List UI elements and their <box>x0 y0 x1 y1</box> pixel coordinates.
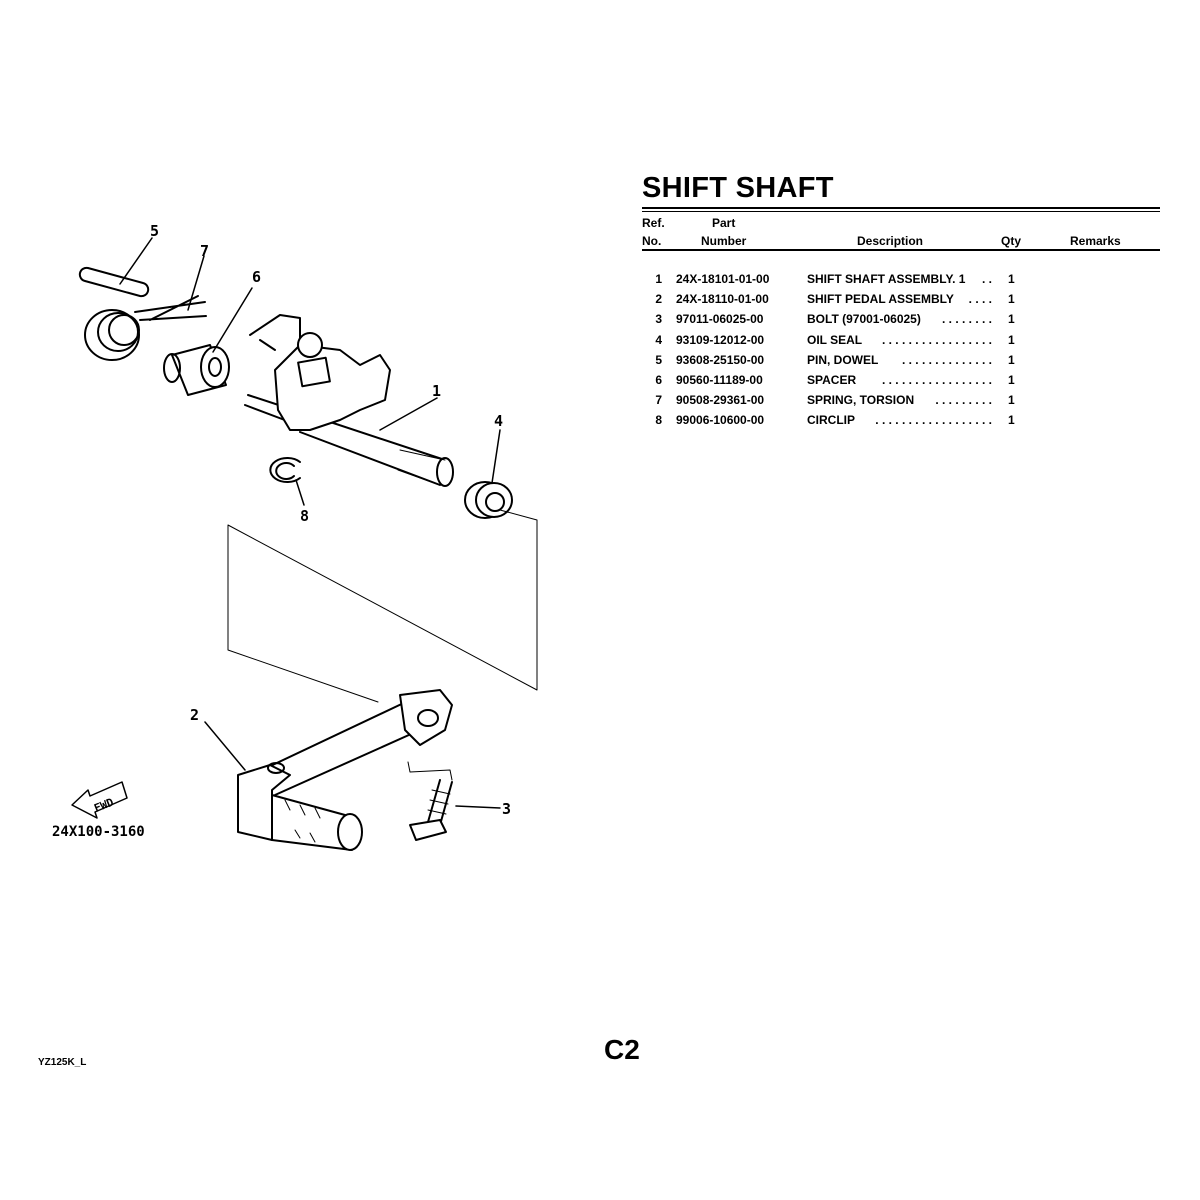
dowel-pin-part <box>78 237 153 298</box>
description: BOLT (97001-06025) <box>807 312 921 327</box>
leader-dots: . . . . . . . . . . . . . . . . . <box>881 332 992 347</box>
part-number: 90560-11189-00 <box>676 373 763 387</box>
table-row: 2 24X-18110-01-00 SHIFT PEDAL ASSEMBLY . . … <box>642 292 1162 312</box>
torsion-spring-part <box>84 255 207 361</box>
title-rule <box>642 207 1160 209</box>
part-number: 97011-06025-00 <box>676 312 764 327</box>
table-row: 1 24X-18101-01-00 SHIFT SHAFT ASSEMBLY. 1.… <box>642 272 1162 292</box>
quantity: 1 <box>1008 352 1015 367</box>
table-row: 6 90560-11189-00 SPACER . . . . . . . . . .… <box>642 373 1162 393</box>
col-part-header-1: Part <box>712 216 736 230</box>
header-rule <box>642 249 1160 251</box>
forward-arrow-icon: FWD <box>71 781 128 819</box>
callout-7: 7 <box>200 242 209 260</box>
part-number: 93608-25150-00 <box>676 352 765 367</box>
ref-no: 3 <box>655 312 662 327</box>
col-ref-header-2: No. <box>642 234 662 248</box>
callout-2: 2 <box>190 706 199 724</box>
bolt-part <box>407 761 501 841</box>
ref-no: 8 <box>655 413 662 428</box>
oil-seal-part <box>464 429 513 519</box>
spacer-part <box>163 287 253 396</box>
leader-dots: . . . . . . . . . . . . . . . . . . <box>875 413 992 428</box>
callout-3: 3 <box>502 800 511 818</box>
leader-dots: . . . . . . . . <box>941 312 992 327</box>
ref-no: 1 <box>655 272 662 286</box>
ref-no: 7 <box>655 393 662 408</box>
table-row: 5 93608-25150-00 PIN, DOWEL . . . . . . . .… <box>642 353 1162 373</box>
part-number: 93109-12012-00 <box>676 332 765 347</box>
description: OIL SEAL <box>807 332 863 347</box>
callout-1: 1 <box>432 382 441 400</box>
description: SPACER <box>807 373 857 387</box>
table-row: 8 99006-10600-00 CIRCLIP . . . . . . . . . … <box>642 413 1162 433</box>
page-title: SHIFT SHAFT <box>642 172 834 204</box>
quantity: 1 <box>1008 393 1015 408</box>
col-qty-header: Qty <box>1001 234 1022 248</box>
description: PIN, DOWEL <box>807 352 879 367</box>
quantity: 1 <box>1008 292 1015 307</box>
callout-6: 6 <box>252 268 261 286</box>
leader-dots: . . <box>981 272 992 286</box>
ref-no: 6 <box>655 373 662 387</box>
description: CIRCLIP <box>807 413 855 428</box>
ref-no: 5 <box>655 352 662 367</box>
col-description-header: Description <box>857 234 924 248</box>
ref-no: 4 <box>655 332 662 347</box>
page-number: C2 <box>604 1034 640 1065</box>
table-row: 7 90508-29361-00 SPRING, TORSION . . . . . … <box>642 393 1162 413</box>
drawing-code: 24X100-3160 <box>52 824 145 840</box>
quantity: 1 <box>1008 332 1015 347</box>
col-remarks-header: Remarks <box>1070 234 1121 248</box>
callout-4: 4 <box>494 412 503 430</box>
leader-dots: . . . . . . . . . . . . . . . . . <box>881 373 992 387</box>
table-row: 3 97011-06025-00 BOLT (97001-06025) . . . .… <box>642 312 1162 332</box>
col-ref-header-1: Ref. <box>642 216 665 230</box>
title-rule-thin <box>642 211 1160 212</box>
table-row: 4 93109-12012-00 OIL SEAL . . . . . . . . .… <box>642 333 1162 353</box>
quantity: 1 <box>1008 373 1015 387</box>
shift-shaft-part <box>244 314 454 487</box>
callout-8: 8 <box>300 507 309 525</box>
part-number: 99006-10600-00 <box>676 413 765 428</box>
description: SPRING, TORSION <box>807 393 915 408</box>
callout-5: 5 <box>150 222 159 240</box>
description: SHIFT PEDAL ASSEMBLY <box>807 292 954 307</box>
model-code: YZ125K_L <box>38 1057 87 1068</box>
leader-dots: . . . . <box>968 292 992 307</box>
part-number: 24X-18110-01-00 <box>676 292 769 307</box>
leader-dots: . . . . . . . . . <box>935 393 992 408</box>
exploded-parts-diagram: 5 7 6 1 4 8 2 3 24X100-3160 FWD <box>52 222 538 851</box>
quantity: 1 <box>1008 312 1015 327</box>
quantity: 1 <box>1008 272 1015 286</box>
circlip-part <box>269 457 305 506</box>
part-number: 24X-18101-01-00 <box>676 272 770 286</box>
shift-pedal-part <box>204 689 453 851</box>
quantity: 1 <box>1008 413 1015 428</box>
leader-dots: . . . . . . . . . . . . . . <box>901 352 992 367</box>
ref-no: 2 <box>655 292 662 307</box>
description: SHIFT SHAFT ASSEMBLY. 1 <box>807 272 966 286</box>
col-part-header-2: Number <box>701 234 747 248</box>
part-number: 90508-29361-00 <box>676 393 765 408</box>
assembly-guide-lines <box>227 509 538 703</box>
